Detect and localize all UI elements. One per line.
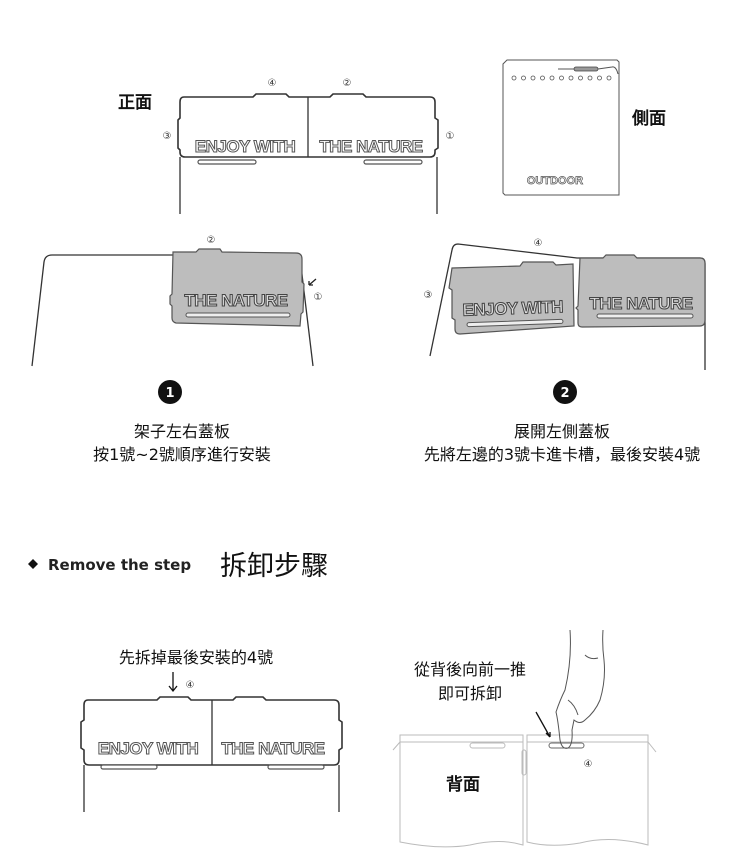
panel-right-text: THE NATURE: [184, 291, 287, 310]
panel-left-text: ENJOY WITH: [195, 137, 296, 156]
clip: [573, 66, 599, 72]
down-arrow-icon: [168, 672, 178, 693]
front-label: 正面: [118, 93, 152, 113]
marker-4: ④: [534, 238, 543, 249]
perforation-dot: [530, 75, 536, 81]
arrow-icon: [308, 278, 317, 286]
marker-3: ③: [424, 290, 433, 301]
marker-3: ③: [163, 131, 172, 142]
removal-heading-cn: 拆卸步驟: [220, 551, 328, 582]
side-label: 側面: [631, 108, 666, 129]
step1-badge: [158, 380, 182, 404]
perforation-dot: [540, 75, 545, 81]
perforation-dot: [559, 75, 564, 81]
step2-caption: 2 展開左側蓋板 先將左邊的3號卡進卡槽，最後安裝4號: [424, 380, 700, 464]
slot: [197, 159, 257, 165]
perforation-dot: [511, 75, 517, 81]
perforation-dot: [578, 75, 583, 81]
left-instruction: 先拆掉最後安裝的4號: [119, 648, 273, 667]
marker-1: ①: [446, 131, 455, 142]
removal-heading: Remove the step 拆卸步驟: [28, 551, 328, 582]
perforation-dot: [597, 75, 602, 81]
side-view: OUTDOOR 側面: [502, 59, 666, 196]
step1-illustration: THE NATURE ② ①: [31, 235, 323, 367]
perforation-dot: [568, 75, 574, 81]
perforation-dot: [587, 75, 593, 81]
step2-title: 展開左側蓋板: [514, 422, 610, 441]
panel-left-text: ENJOY WITH: [462, 297, 563, 320]
right-instruction-line1: 從背後向前一推: [414, 660, 526, 679]
marker-4: ④: [186, 680, 195, 691]
panel-right-text: THE NATURE: [589, 294, 692, 313]
perforation-dot: [521, 75, 526, 81]
hand-illustration: [555, 629, 605, 749]
removal-left: 先拆掉最後安裝的4號 ④ ENJOY WITH THE NATURE: [80, 648, 343, 812]
marker-2: ②: [207, 235, 216, 246]
diamond-icon: [28, 559, 38, 569]
marker-4: ④: [584, 759, 593, 770]
panel-right-text: THE NATURE: [221, 739, 324, 758]
svg-text:2: 2: [560, 386, 569, 401]
marker-1: ①: [314, 292, 323, 303]
step2-illustration: ENJOY WITH THE NATURE ④ ③: [424, 238, 706, 370]
panel-right-text: THE NATURE: [319, 137, 422, 156]
svg-text:1: 1: [165, 386, 174, 401]
step2-description: 先將左邊的3號卡進卡槽，最後安裝4號: [424, 445, 700, 464]
marker-4: ④: [268, 78, 277, 89]
step1-title: 架子左右蓋板: [134, 422, 230, 441]
arrow-icon: [535, 711, 551, 738]
perforation-dots: [511, 75, 612, 81]
front-view: 正面 ENJOY WITH THE NATURE ④ ② ③ ①: [118, 78, 454, 214]
step2-badge: [553, 380, 577, 404]
back-label: 背面: [446, 774, 480, 795]
removal-right: 從背後向前一推 即可拆卸 背面 ④: [392, 629, 657, 848]
marker-2: ②: [343, 78, 352, 89]
slot: [363, 159, 423, 165]
step1-caption: 1 架子左右蓋板 按1號~2號順序進行安裝: [93, 380, 271, 464]
side-logo: OUTDOOR: [527, 175, 583, 187]
right-instruction-line2: 即可拆卸: [438, 684, 502, 703]
panel-left-text: ENJOY WITH: [98, 739, 199, 758]
perforation-dot: [549, 75, 555, 81]
step1-description: 按1號~2號順序進行安裝: [93, 445, 271, 464]
removal-heading-en: Remove the step: [48, 556, 191, 574]
perforation-dot: [606, 75, 612, 81]
